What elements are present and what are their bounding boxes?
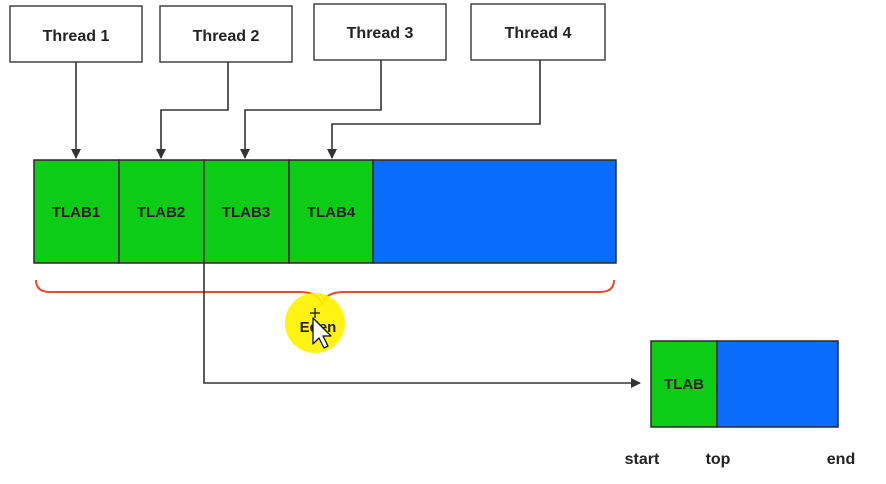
- eden-free-space: [372, 159, 617, 264]
- thread-arrow-2: [156, 62, 229, 159]
- tlab-detail: TLAB: [650, 340, 839, 428]
- tlab-detail-used: [650, 340, 718, 428]
- cursor-arrow-icon: [310, 308, 332, 349]
- tlab-detail-free: [716, 340, 839, 428]
- thread-label-1: Thread 1: [43, 28, 110, 45]
- tlab1-label: TLAB1: [52, 204, 100, 221]
- thread-arrow-4: [327, 60, 541, 159]
- start-pointer-label: start: [625, 451, 660, 468]
- thread-arrow-3: [240, 60, 382, 159]
- tlab-detail-arrow: [203, 263, 641, 388]
- thread-label-3: Thread 3: [347, 25, 414, 42]
- thread-label-2: Thread 2: [193, 28, 260, 45]
- tlab2-cell: [118, 159, 205, 264]
- thread-box-4: Thread 4: [470, 3, 606, 61]
- thread-box-3: Thread 3: [313, 3, 447, 61]
- tlab-detail-label: TLAB: [664, 376, 704, 393]
- tlab4-label: TLAB4: [307, 204, 356, 221]
- tlab2-label: TLAB2: [137, 204, 185, 221]
- eden-space: TLAB1 TLAB2 TLAB3 TLAB4: [33, 159, 617, 264]
- thread-label-4: Thread 4: [505, 25, 572, 42]
- top-pointer-label: top: [706, 451, 731, 468]
- thread-box-2: Thread 2: [159, 5, 293, 63]
- tlab3-label: TLAB3: [222, 204, 270, 221]
- thread-box-1: Thread 1: [9, 5, 143, 63]
- end-pointer-label: end: [827, 451, 855, 468]
